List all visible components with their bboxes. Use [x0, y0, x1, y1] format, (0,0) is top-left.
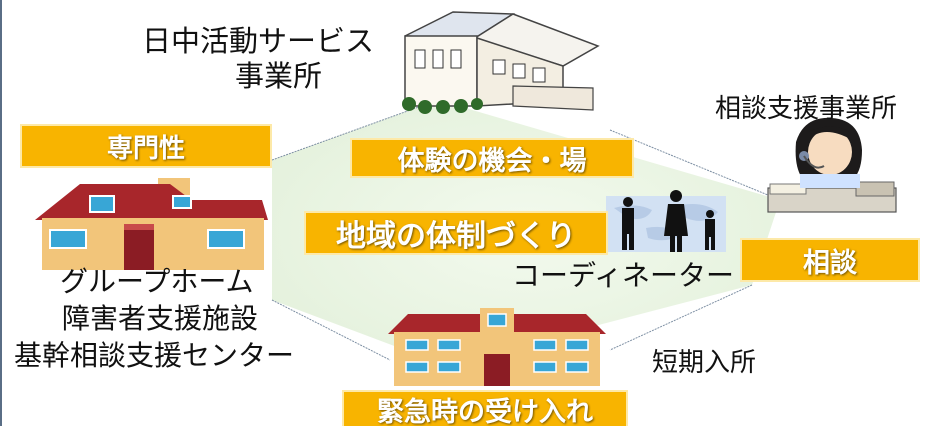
emergency-banner: 緊急時の受け入れ — [344, 392, 626, 426]
specialty-banner: 専門性 — [22, 126, 270, 166]
consult-office-label: 相談支援事業所 — [715, 94, 898, 124]
large-home-icon — [35, 178, 268, 270]
coordinator-label: コーディネーター — [512, 259, 735, 292]
business-people-icon — [606, 190, 726, 252]
center-label: 基幹相談支援センター — [14, 339, 295, 372]
short-stay-label: 短期入所 — [652, 348, 757, 378]
operator-woman-icon — [767, 117, 897, 213]
day-service-line-2: 事業所 — [235, 59, 323, 93]
community-banner: 地域の体制づくり — [306, 213, 606, 254]
facility-label: 障害者支援施設 — [62, 302, 259, 335]
two-story-house-icon — [402, 11, 600, 114]
consult-banner: 相談 — [742, 240, 918, 280]
left-frame-border — [0, 0, 2, 426]
day-service-line-1: 日中活動サービス — [142, 24, 375, 58]
facility-building-icon — [388, 308, 606, 386]
group-home-label: グループホーム — [60, 265, 254, 298]
day-service-label: 日中活動サービス 事業所 — [142, 24, 374, 94]
experience-banner: 体験の機会・場 — [352, 140, 632, 177]
